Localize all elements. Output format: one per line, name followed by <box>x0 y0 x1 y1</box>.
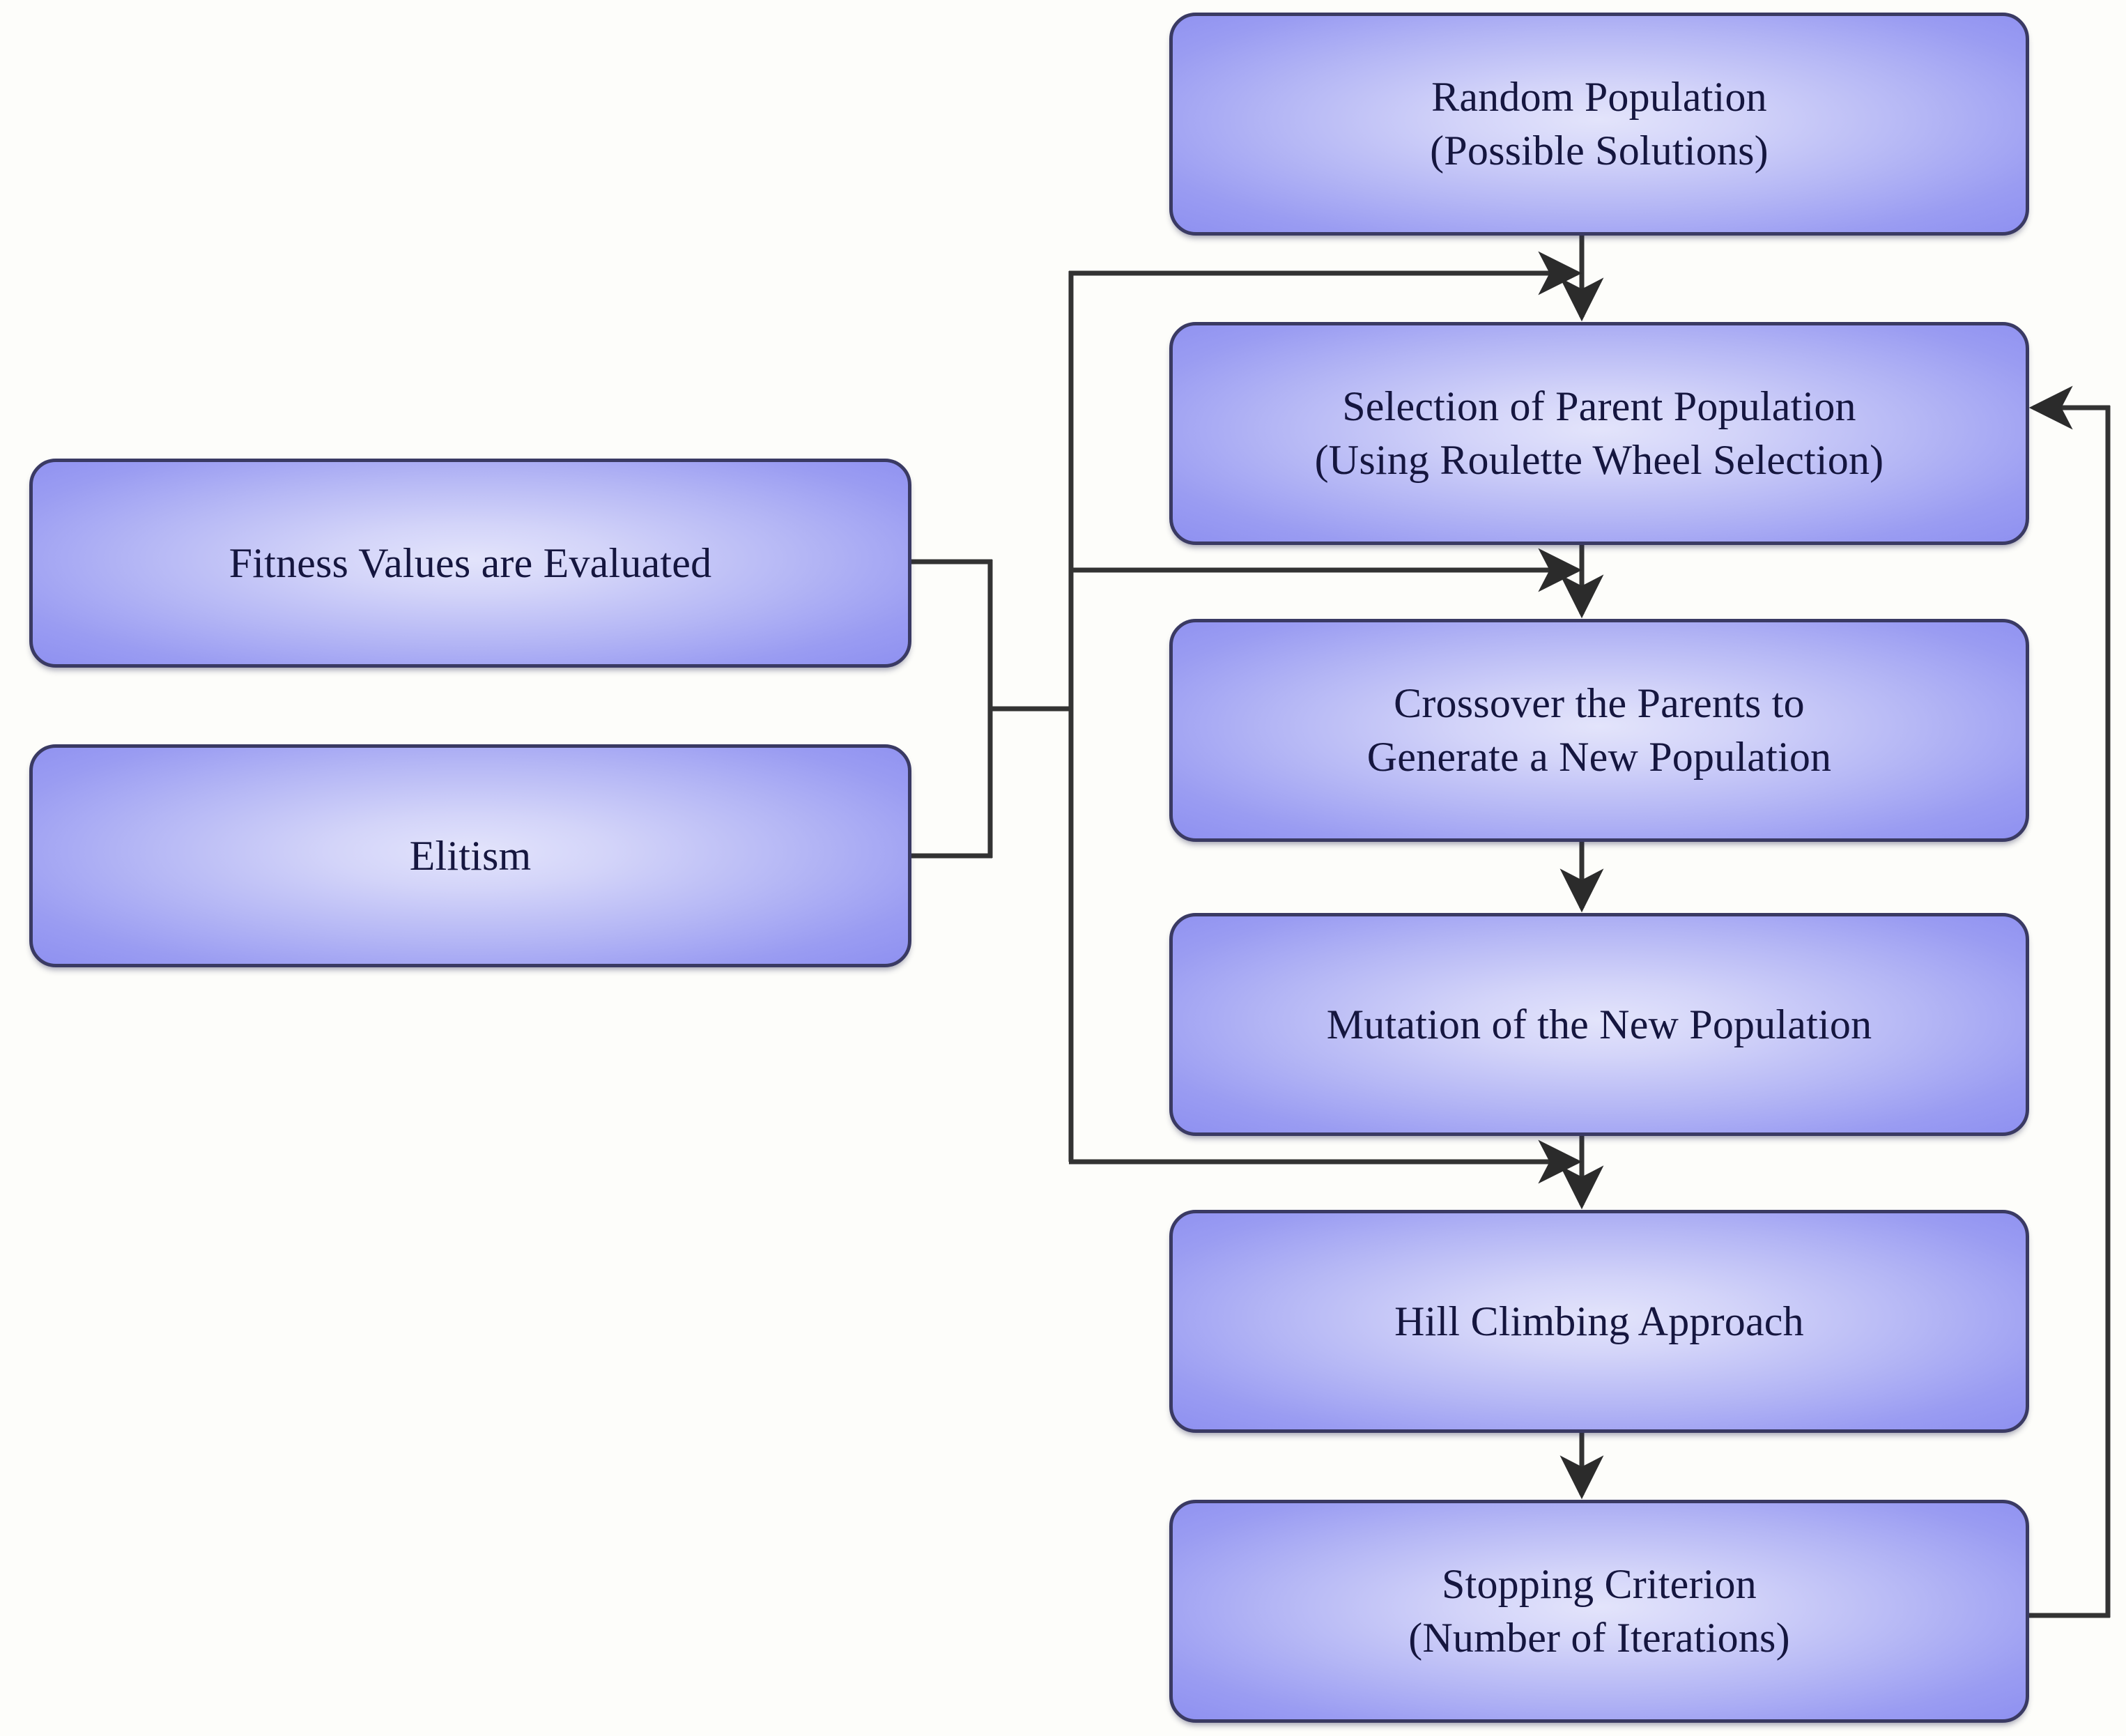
node-selection-parent-population-label: Selection of Parent Population (Using Ro… <box>1314 383 1884 483</box>
node-random-population-label: Random Population (Possible Solutions) <box>1430 74 1769 174</box>
node-mutation-new-population[interactable]: Mutation of the New Population <box>1169 913 2029 1136</box>
node-fitness-values-evaluated[interactable]: Fitness Values are Evaluated <box>29 459 911 668</box>
node-mutation-new-population-label: Mutation of the New Population <box>1326 1001 1872 1047</box>
node-elitism-label: Elitism <box>409 832 532 879</box>
node-elitism[interactable]: Elitism <box>29 744 911 967</box>
node-stopping-criterion-label: Stopping Criterion (Number of Iterations… <box>1408 1561 1790 1661</box>
node-stopping-criterion[interactable]: Stopping Criterion (Number of Iterations… <box>1169 1500 2029 1723</box>
node-crossover-parents-label: Crossover the Parents to Generate a New … <box>1366 680 1832 780</box>
node-selection-parent-population[interactable]: Selection of Parent Population (Using Ro… <box>1169 322 2029 545</box>
node-crossover-parents[interactable]: Crossover the Parents to Generate a New … <box>1169 619 2029 842</box>
node-hill-climbing-approach-label: Hill Climbing Approach <box>1394 1298 1804 1344</box>
node-fitness-values-evaluated-label: Fitness Values are Evaluated <box>229 539 712 586</box>
node-random-population[interactable]: Random Population (Possible Solutions) <box>1169 13 2029 236</box>
node-hill-climbing-approach[interactable]: Hill Climbing Approach <box>1169 1210 2029 1433</box>
